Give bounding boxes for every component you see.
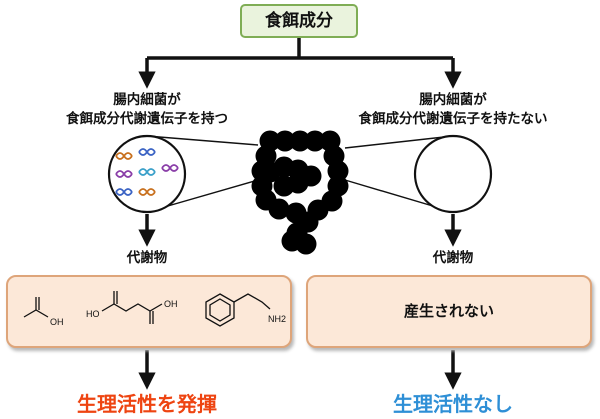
dna-icon — [115, 188, 133, 196]
intestine-segment — [273, 175, 295, 197]
zoom-line-right-top — [344, 135, 454, 149]
zoom-circle-left — [107, 134, 187, 214]
bacteria-with-genes — [107, 134, 187, 214]
left-condition-line1: 腸内細菌が — [113, 92, 181, 108]
phenethylamine-nh2-label: NH2 — [268, 314, 286, 324]
intestine-segment — [295, 233, 317, 255]
right-condition-line1: 腸内細菌が — [419, 92, 487, 108]
not-produced-text: 産生されない — [403, 302, 494, 320]
phenethylamine-structure — [205, 293, 271, 327]
dna-icons — [115, 148, 179, 196]
dna-icon — [115, 170, 133, 178]
intestine-segment — [327, 160, 349, 182]
succinic-acid-oh-label: OH — [164, 299, 178, 309]
succinic-acid-structure — [101, 291, 163, 324]
right-metabolite-label: 代謝物 — [432, 250, 474, 266]
dna-icon — [138, 148, 156, 156]
right-condition-line2: 食餌成分代謝遺伝子を持たない — [358, 111, 548, 127]
title-text: 食餌成分 — [265, 11, 333, 31]
right-outcome-text: 生理活性なし — [393, 392, 513, 416]
left-condition: 腸内細菌が 食餌成分代謝遺伝子を持つ — [37, 91, 257, 129]
left-outcome-text: 生理活性を発揮 — [77, 392, 217, 416]
intestine-segment — [304, 130, 326, 152]
dna-icon — [138, 168, 156, 176]
no-metabolite-box: 産生されない — [306, 275, 592, 348]
succinic-acid-ho-label: HO — [86, 309, 100, 319]
left-condition-line2: 食餌成分代謝遺伝子を持つ — [66, 111, 228, 127]
zoom-line-left-top — [146, 135, 259, 146]
zoom-circle-right-empty — [413, 134, 493, 214]
right-condition: 腸内細菌が 食餌成分代謝遺伝子を持たない — [323, 91, 583, 129]
dna-icon — [138, 188, 156, 196]
metabolite-box: OH HO OH NH2 — [6, 275, 292, 348]
split-connector — [147, 38, 453, 60]
intestine-segment — [289, 130, 311, 152]
acetic-acid-oh-label: OH — [50, 317, 64, 327]
intestine-segment — [274, 130, 296, 152]
title-box: 食餌成分 — [240, 4, 358, 38]
dna-icon — [161, 164, 179, 172]
dna-icon — [115, 152, 133, 160]
molecule-structures: OH HO OH NH2 — [23, 291, 286, 327]
intestine-icon — [251, 130, 349, 255]
left-metabolite-label: 代謝物 — [126, 250, 168, 266]
acetic-acid-structure — [23, 297, 49, 318]
intestine-segment — [268, 198, 290, 220]
